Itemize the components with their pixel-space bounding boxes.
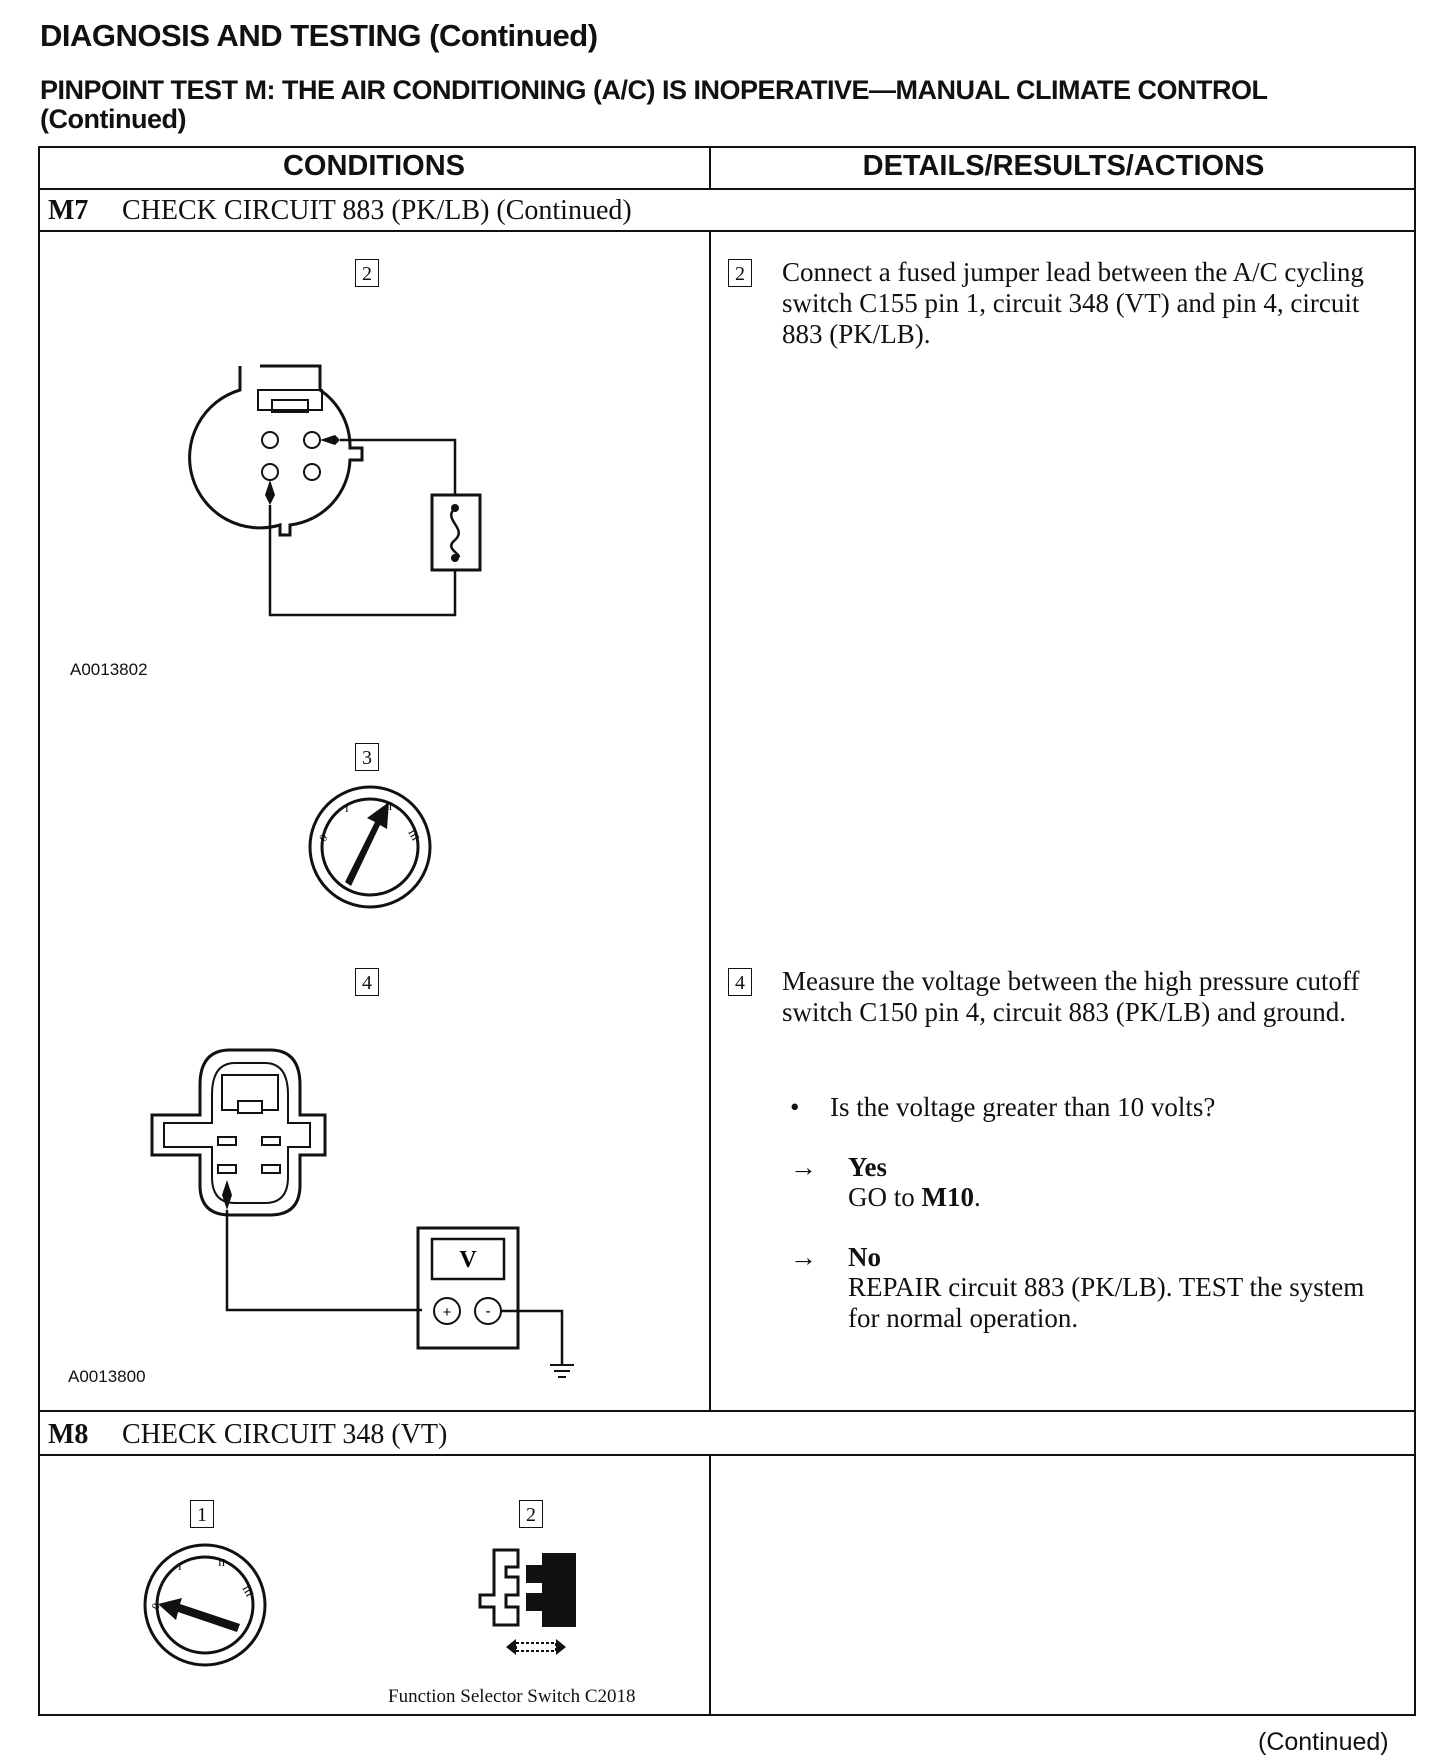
svg-text:0: 0: [317, 832, 330, 843]
svg-text:+: +: [443, 1304, 452, 1321]
figure-id-a0013800: A0013800: [68, 1367, 146, 1386]
yes-action-target: M10: [921, 1182, 974, 1212]
rule-m8-top: [38, 1410, 1416, 1412]
yes-label: Yes: [848, 1152, 887, 1182]
svg-text:-: -: [485, 1303, 490, 1320]
step-3-marker: 3: [355, 743, 379, 771]
svg-text:II: II: [218, 1557, 226, 1569]
column-header-details: DETAILS/RESULTS/ACTIONS: [862, 150, 1265, 182]
svg-text:I: I: [345, 803, 349, 815]
test-title: PINPOINT TEST M: THE AIR CONDITIONING (A…: [40, 75, 1267, 134]
page-title: DIAGNOSIS AND TESTING (Continued): [40, 18, 598, 53]
voltmeter-label: V: [459, 1247, 477, 1273]
yes-arrow: →: [790, 1152, 817, 1182]
svg-text:0: 0: [150, 1601, 163, 1611]
rule-col-c: [709, 1454, 711, 1716]
yes-action: GO to M10.: [848, 1182, 981, 1213]
section-m8-id: M8: [48, 1419, 89, 1450]
section-m7-id: M7: [48, 195, 89, 226]
rule-header: [38, 188, 1416, 190]
svg-text:II: II: [385, 801, 393, 813]
question-text: Is the voltage greater than 10 volts?: [830, 1092, 1216, 1122]
step-2-detail-marker: 2: [728, 259, 752, 287]
section-m7-heading: M7 CHECK CIRCUIT 883 (PK/LB) (Continued): [48, 195, 632, 227]
voltmeter-connector-diagram: V + -: [150, 1048, 574, 1378]
function-selector-switch-caption: Function Selector Switch C2018: [388, 1686, 636, 1707]
column-header-conditions: CONDITIONS: [282, 150, 466, 182]
m8-step-2-marker: 2: [519, 1500, 543, 1528]
section-m8-title: CHECK CIRCUIT 348 (VT): [122, 1419, 448, 1450]
yes-action-prefix: GO to: [848, 1182, 922, 1212]
m8-step-1-marker: 1: [190, 1500, 214, 1528]
step-4-instruction: Measure the voltage between the high pre…: [782, 966, 1360, 1027]
figure-id-a0013802: A0013802: [70, 660, 148, 679]
step-4-detail-marker: 4: [728, 968, 752, 996]
rule-m8: [38, 1454, 1416, 1456]
yes-action-suffix: .: [973, 1182, 981, 1212]
connector-jumper-diagram: [188, 364, 482, 617]
section-m8-heading: M8 CHECK CIRCUIT 348 (VT): [48, 1419, 447, 1451]
rule-m7: [38, 230, 1416, 232]
procedure-table: [38, 146, 1416, 1716]
ignition-switch-off-diagram: 0 I II III: [143, 1543, 267, 1667]
no-action: REPAIR circuit 883 (PK/LB). TEST the sys…: [848, 1272, 1365, 1333]
no-arrow: →: [790, 1242, 817, 1272]
rule-col-b: [709, 230, 711, 1412]
ignition-switch-run-diagram: 0 I II III: [308, 785, 432, 909]
step-4-marker: 4: [355, 968, 379, 996]
step-2-marker: 2: [355, 259, 379, 287]
rule-col-a: [709, 146, 711, 190]
no-label: No: [848, 1242, 881, 1272]
question-bullet: •: [790, 1092, 800, 1122]
step-2-instruction: Connect a fused jumper lead between the …: [782, 257, 1364, 349]
connector-disconnect-diagram: [478, 1548, 576, 1655]
section-m7-title: CHECK CIRCUIT 883 (PK/LB) (Continued): [122, 195, 632, 226]
svg-text:I: I: [178, 1561, 182, 1573]
continued-label: (Continued): [1258, 1728, 1389, 1756]
